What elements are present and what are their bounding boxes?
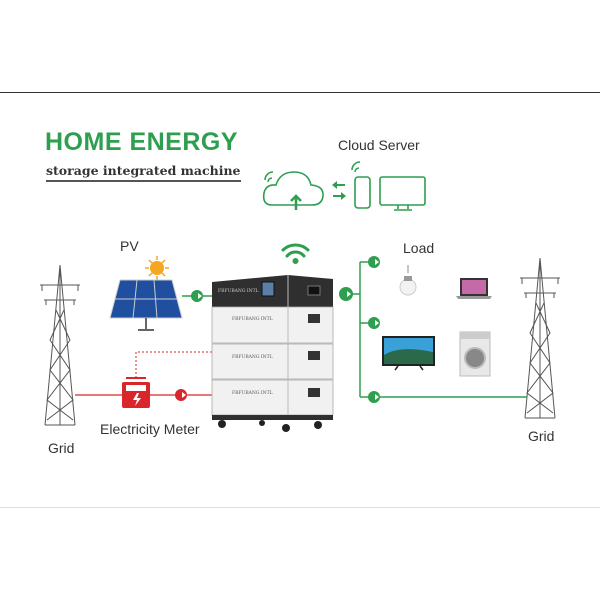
pv-arrow-icon [191,290,203,302]
battery-cabinet: FBFUBANG INTL FBFUBANG INTL FBFUBANG INT… [211,275,334,432]
bottom-divider [0,507,600,508]
load-arrow-icon [368,256,380,268]
phone-icon [351,161,371,209]
meter-label: Electricity Meter [100,421,200,437]
grid-tower-left-icon [40,264,80,426]
load-arrow-icon [368,317,380,329]
solar-panel-icon [109,279,183,331]
load-arrow-icon [368,391,380,403]
sun-icon [145,256,169,280]
sync-arrows-icon [332,181,346,200]
grid-arrow-icon [175,389,187,401]
svg-text:FBFUBANG INTL: FBFUBANG INTL [232,354,273,360]
wifi-icon [281,243,310,264]
meter-signal-line [135,351,212,378]
pv-label: PV [120,238,139,254]
load-label: Load [403,240,435,256]
page-title: HOME ENERGY [45,128,239,156]
grid-tower-right-icon [520,257,560,419]
output-arrow-icon [339,287,353,301]
tv-icon [382,336,435,371]
monitor-icon [379,176,426,211]
electricity-meter-icon [122,377,150,408]
svg-text:FBFUBANG INTL: FBFUBANG INTL [232,390,273,396]
grid-right-label: Grid [528,428,555,444]
grid-left-label: Grid [48,440,75,456]
svg-text:FBFUBANG INTL: FBFUBANG INTL [218,288,259,294]
cloud-server-label: Cloud Server [338,137,420,153]
laptop-icon [456,278,492,299]
page-subtitle: storage integrated machine [46,163,241,182]
cloud-upload-icon [262,171,324,210]
light-bulb-icon [399,265,417,296]
washing-machine-icon [459,331,491,377]
load-bus-line [346,261,527,398]
top-divider [0,92,600,93]
svg-text:FBFUBANG INTL: FBFUBANG INTL [232,316,273,322]
